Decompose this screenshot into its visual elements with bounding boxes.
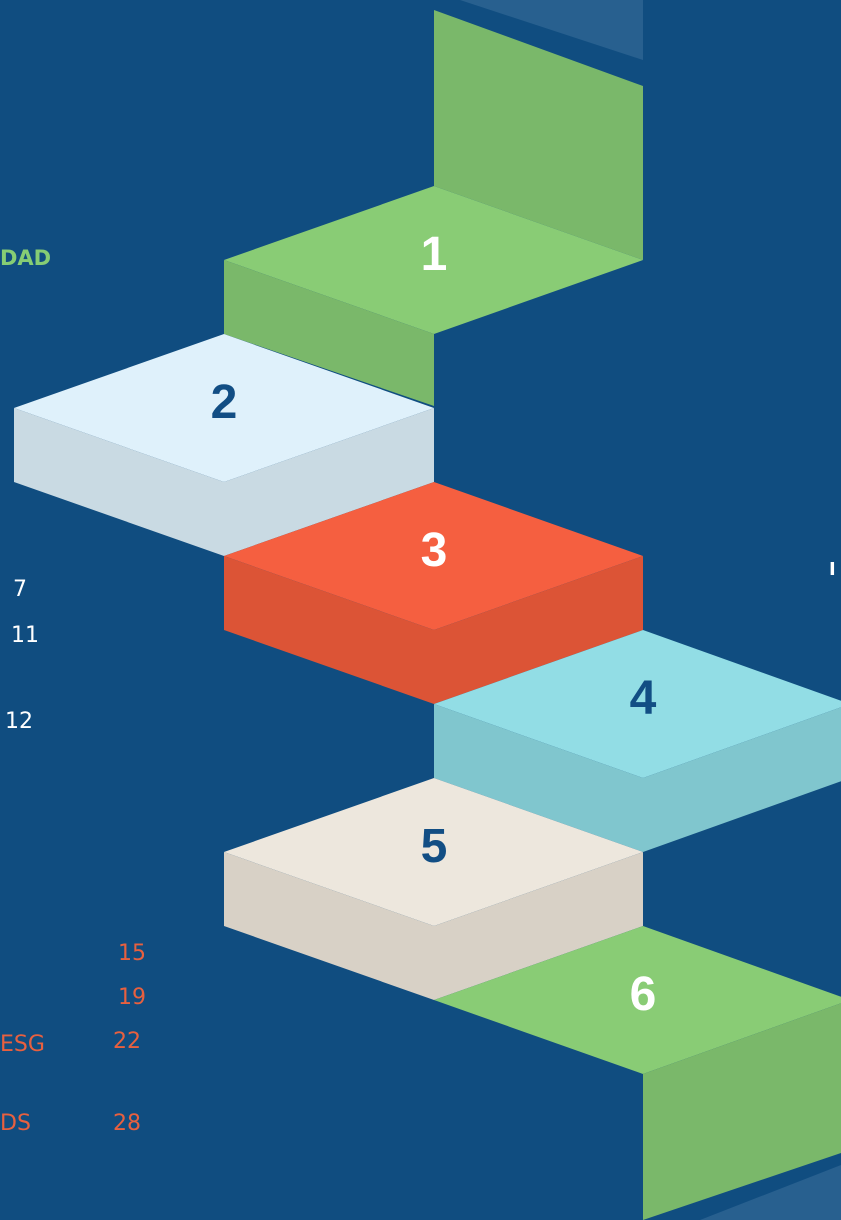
step-1-number: 1 [421,228,448,281]
page-number-19: 19 [118,987,146,1009]
page-number-12: 12 [5,711,33,733]
step-5-number: 5 [421,820,448,873]
label-fragment-esg: ESG [0,1034,45,1056]
label-fragment-ds: DS [0,1113,31,1135]
page-number-11: 11 [11,625,39,647]
heading-fragment-dad: DAD [0,248,51,269]
page-number-22: 22 [113,1031,141,1053]
page-number-28: 28 [113,1113,141,1135]
page-number-15: 15 [118,943,146,965]
step-4-number: 4 [630,672,657,725]
step-6-number: 6 [630,968,657,1021]
step-2-number: 2 [211,376,238,429]
page-number-7: 7 [13,579,27,601]
step-3-number: 3 [421,524,448,577]
right-label-fragment: I [829,561,836,579]
